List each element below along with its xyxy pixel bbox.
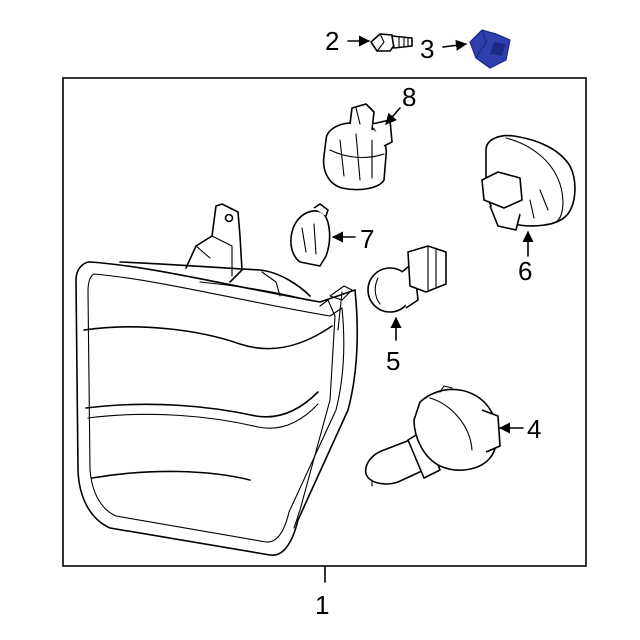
callout-3-leader (442, 39, 468, 51)
callout-8: 8 (402, 82, 416, 112)
callout-2: 2 (325, 26, 339, 56)
wedge-bulb (290, 203, 331, 267)
bulb (367, 245, 447, 313)
callout-7: 7 (360, 224, 374, 254)
callout-1: 1 (315, 590, 329, 620)
clip (469, 29, 511, 69)
headlamp-bulb (364, 385, 501, 487)
socket (481, 134, 576, 231)
callout-8-leader (385, 107, 401, 125)
callout-6: 6 (518, 256, 532, 286)
callout-5: 5 (386, 346, 400, 376)
bulb-socket (322, 103, 393, 191)
headlamp-housing (75, 203, 358, 556)
callout-3: 3 (420, 34, 434, 64)
callout-4: 4 (527, 414, 541, 444)
bolt (370, 33, 413, 52)
